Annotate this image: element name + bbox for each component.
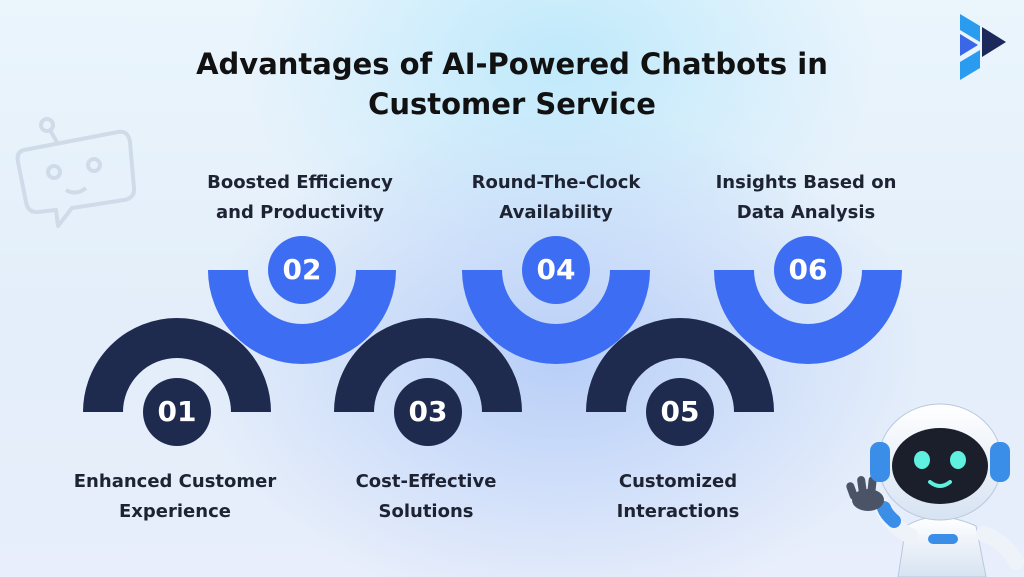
step-05-arc: [586, 318, 774, 413]
chatbot-outline-icon: [15, 117, 137, 228]
step-03-label-line-2: Solutions: [378, 501, 474, 522]
step-04-number: 04: [537, 253, 576, 286]
step-02-arc: [208, 269, 396, 364]
robot-mascot-icon: [846, 403, 1024, 577]
step-06-arc: [714, 269, 902, 364]
step-02-label-line-2: and Productivity: [216, 202, 384, 223]
step-06-label-line-1: Insights Based on: [715, 172, 897, 193]
step-04-label-line-2: Availability: [499, 202, 613, 223]
step-01-label-line-2: Experience: [119, 501, 231, 522]
step-06-label: Insights Based on Data Analysis: [686, 168, 926, 228]
brand-logo-icon: [960, 14, 1006, 80]
step-01-arc: [83, 318, 271, 413]
step-01-badge: [143, 378, 211, 446]
step-04-label-line-1: Round-The-Clock: [471, 172, 641, 193]
step-01-label-line-1: Enhanced Customer: [73, 471, 277, 492]
step-05-label-line-1: Customized: [618, 471, 738, 492]
page-title: Advantages of AI-Powered Chatbots in Cus…: [150, 44, 874, 124]
step-03-number: 03: [409, 395, 448, 428]
title-line-1: Advantages of AI-Powered Chatbots in: [196, 47, 828, 81]
step-06-label-line-2: Data Analysis: [736, 202, 876, 223]
step-03-arc: [334, 318, 522, 413]
step-02-badge: [268, 236, 336, 304]
step-04-label: Round-The-Clock Availability: [436, 168, 676, 228]
step-03-badge: [394, 378, 462, 446]
step-05-label: Customized Interactions: [558, 467, 798, 527]
step-06-number: 06: [789, 253, 828, 286]
step-06-badge: [774, 236, 842, 304]
step-01-number: 01: [158, 395, 197, 428]
step-05-badge: [646, 378, 714, 446]
step-02-label: Boosted Efficiency and Productivity: [180, 168, 420, 228]
step-02-number: 02: [283, 253, 322, 286]
step-01-label: Enhanced Customer Experience: [55, 467, 295, 527]
step-03-label: Cost-Effective Solutions: [306, 467, 546, 527]
step-02-label-line-1: Boosted Efficiency: [207, 172, 393, 193]
step-04-badge: [522, 236, 590, 304]
step-05-label-line-2: Interactions: [616, 501, 740, 522]
step-04-arc: [462, 269, 650, 364]
title-line-2: Customer Service: [368, 87, 656, 121]
step-03-label-line-1: Cost-Effective: [355, 471, 497, 492]
step-05-number: 05: [661, 395, 700, 428]
